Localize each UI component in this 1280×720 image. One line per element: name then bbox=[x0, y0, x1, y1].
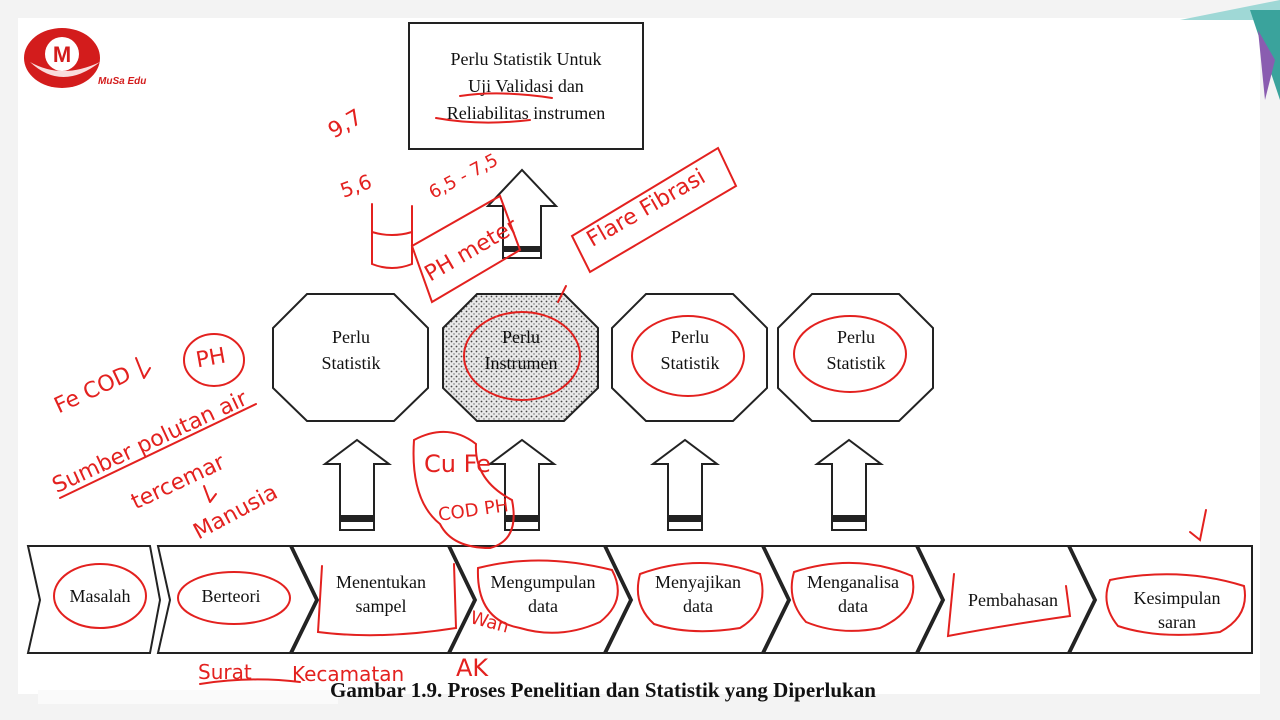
step-8-line-1: Kesimpulan bbox=[1133, 588, 1221, 608]
arrow-mark-fe bbox=[135, 357, 151, 379]
top-box-line-1: Perlu Statistik Untuk bbox=[450, 48, 602, 69]
arrow-up-3 bbox=[650, 438, 720, 531]
circle-mark-statistik-4 bbox=[793, 315, 907, 393]
step-3-line-2: sampel bbox=[355, 596, 407, 616]
annotation-kecamatan: Kecamatan bbox=[292, 662, 405, 686]
circle-mark-ph bbox=[183, 333, 245, 387]
step-6-line-2: data bbox=[838, 596, 868, 616]
step-chevron-6 bbox=[762, 545, 944, 654]
bracket-mark-pembahasan bbox=[946, 573, 1072, 638]
octagon-label-2: Perlu Instrumen bbox=[466, 324, 576, 376]
box-mark-ph-meter bbox=[410, 194, 522, 304]
step-5-line-1: Menyajikan bbox=[655, 572, 741, 592]
octagon-3-line-1: Perlu bbox=[671, 327, 709, 347]
circle-mark-mengumpulan bbox=[476, 559, 619, 634]
step-7-line-1: Pembahasan bbox=[968, 590, 1058, 610]
octagon-label-3: Perlu Statistik bbox=[635, 324, 745, 376]
octagon-1 bbox=[272, 293, 429, 422]
step-label-7: Pembahasan bbox=[948, 588, 1078, 612]
caption-strip bbox=[38, 690, 338, 704]
step-chevron-8 bbox=[1068, 545, 1253, 654]
circle-mark-statistik-3 bbox=[631, 315, 745, 397]
annotation-surat: Surat bbox=[198, 660, 252, 684]
figure-caption: Gambar 1.9. Proses Penelitian dan Statis… bbox=[330, 678, 876, 702]
step-label-8: Kesimpulan saran bbox=[1112, 586, 1242, 634]
circle-mark-kesimpulan bbox=[1105, 573, 1246, 636]
top-box-line-3: Reliabilitas instrumen bbox=[446, 102, 606, 123]
step-5-line-2: data bbox=[683, 596, 713, 616]
step-label-1: Masalah bbox=[35, 584, 165, 608]
circle-mark-menganalisa bbox=[790, 561, 915, 632]
logo-brand: MuSa Edu bbox=[98, 76, 147, 87]
step-4-line-1: Mengumpulan bbox=[490, 572, 596, 592]
arrow-up-1 bbox=[322, 438, 392, 531]
arrow-mark-manusia bbox=[203, 485, 217, 503]
octagon-1-line-1: Perlu bbox=[332, 327, 370, 347]
step-1-line-1: Masalah bbox=[69, 586, 131, 606]
step-8-line-2: saran bbox=[1158, 612, 1196, 632]
box-mark-flare bbox=[570, 146, 738, 274]
step-chevron-3 bbox=[290, 545, 476, 654]
corner-decoration bbox=[1180, 0, 1280, 100]
top-box: Perlu Statistik Untuk Uji Validasi dan R… bbox=[408, 22, 644, 150]
blob-mark-cu-fe bbox=[412, 430, 515, 550]
annotation-ph: PH bbox=[194, 343, 228, 374]
line-mark-sumber bbox=[59, 403, 257, 499]
logo-letter: M bbox=[53, 42, 71, 67]
link-mark-flare bbox=[557, 285, 567, 303]
step-label-3: Menentukan sampel bbox=[316, 570, 446, 618]
step-3-line-1: Menentukan bbox=[336, 572, 426, 592]
top-box-line-2: Uji Validasi dan bbox=[468, 75, 584, 96]
step-2-line-1: Berteori bbox=[201, 586, 261, 606]
step-chevron-1 bbox=[26, 545, 162, 654]
step-chevron-2 bbox=[156, 545, 318, 654]
tick-mark-pembahasan bbox=[1189, 509, 1207, 542]
underline-mark-sampel bbox=[316, 563, 458, 637]
octagon-label-4: Perlu Statistik bbox=[801, 324, 911, 376]
step-label-5: Menyajikan data bbox=[633, 570, 763, 618]
step-4-line-2: data bbox=[528, 596, 558, 616]
octagon-4-line-2: Statistik bbox=[826, 353, 886, 373]
circle-mark-instrumen bbox=[463, 311, 581, 401]
annotation-cu-fe: Cu Fe bbox=[424, 450, 491, 478]
circle-mark-menyajikan bbox=[636, 562, 764, 633]
circle-mark-berteori bbox=[177, 571, 291, 625]
circle-mark-masalah bbox=[53, 563, 147, 629]
underline-mark-validasi bbox=[459, 92, 553, 99]
musa-edu-logo: M bbox=[24, 28, 100, 88]
arrow-up-4 bbox=[814, 438, 884, 531]
octagon-4-line-1: Perlu bbox=[837, 327, 875, 347]
annotation-ak: AK bbox=[456, 654, 489, 682]
underline-mark-reliabilitas bbox=[435, 117, 531, 124]
arrow-up-2 bbox=[487, 438, 557, 531]
step-label-2: Berteori bbox=[166, 584, 296, 608]
octagon-2-line-1: Perlu bbox=[502, 327, 540, 347]
arrow-up-top bbox=[485, 168, 559, 259]
step-label-4: Mengumpulan data bbox=[478, 570, 608, 618]
step-label-6: Menganalisa data bbox=[788, 570, 918, 618]
step-chevron-4 bbox=[448, 545, 632, 654]
step-chevron-7 bbox=[916, 545, 1096, 654]
step-6-line-1: Menganalisa bbox=[807, 572, 899, 592]
octagon-2-line-2: Instrumen bbox=[484, 353, 558, 373]
beaker-mark bbox=[371, 203, 413, 269]
octagon-1-line-2: Statistik bbox=[321, 353, 381, 373]
octagon-label-1: Perlu Statistik bbox=[296, 324, 406, 376]
octagon-4 bbox=[777, 293, 934, 422]
octagon-3-line-2: Statistik bbox=[660, 353, 720, 373]
underline-mark-surat bbox=[199, 678, 301, 685]
